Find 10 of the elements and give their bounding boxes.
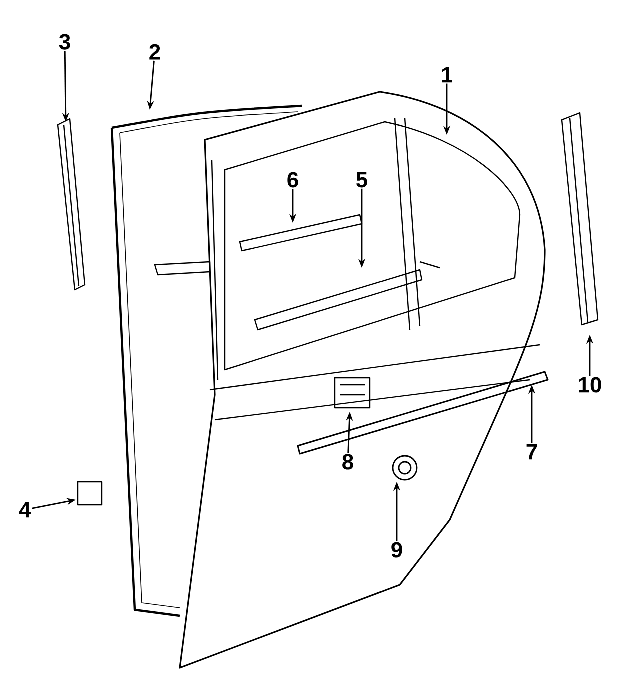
callout-number: 5 xyxy=(356,172,368,188)
callout-number: 1 xyxy=(442,67,452,83)
callout-number: 10 xyxy=(579,377,602,393)
callout-number: 3 xyxy=(59,34,70,50)
callout-number: 8 xyxy=(342,454,354,470)
callout-number: 7 xyxy=(526,444,538,460)
callout-number: 2 xyxy=(150,44,160,60)
callout-number: 9 xyxy=(392,542,402,558)
callout-number: 6 xyxy=(288,172,298,188)
callout-number: 4 xyxy=(19,502,31,518)
